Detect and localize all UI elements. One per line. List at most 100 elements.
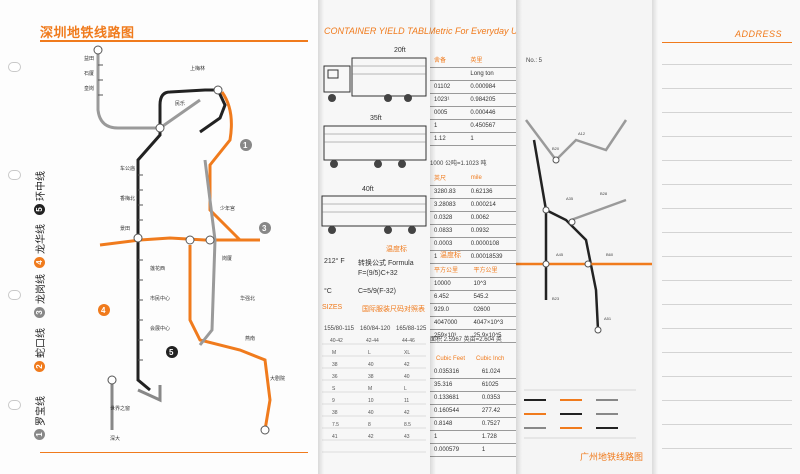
svg-text:38: 38 [368, 374, 374, 380]
svg-text:10: 10 [368, 398, 374, 404]
svg-text:44-46: 44-46 [402, 338, 415, 344]
address-line [662, 400, 792, 401]
sizes-subtitle: 国际服装尺码对照表 [362, 306, 425, 313]
svg-text:A45: A45 [556, 252, 564, 257]
address-line [662, 256, 792, 257]
line-3-right-path [198, 159, 217, 346]
svg-text:市民中心: 市民中心 [150, 295, 170, 302]
address-line [662, 328, 792, 329]
address-line [662, 280, 792, 281]
col-unit-1: Long ton [466, 67, 516, 81]
svg-text:B60: B60 [606, 252, 614, 257]
address-header-rule [662, 42, 792, 43]
svg-text:皇岗: 皇岗 [84, 85, 94, 92]
svg-text:40-42: 40-42 [330, 338, 343, 344]
svg-text:40: 40 [368, 410, 374, 416]
size-35ft-label: 35ft [370, 115, 382, 122]
address-line [662, 64, 792, 65]
svg-text:M: M [332, 350, 336, 356]
address-line [662, 112, 792, 113]
temp-fahrenheit: 212° F [324, 258, 345, 265]
container-title: CONTAINER YIELD TABLE [324, 26, 430, 36]
table-cell: 02600 [469, 303, 516, 317]
svg-text:8: 8 [368, 422, 371, 428]
binder-hole [8, 62, 21, 72]
size-20ft-label: 20ft [394, 47, 406, 54]
binder-hole [8, 170, 21, 180]
table-cell: 0.450567 [466, 119, 516, 133]
conversion-page: Metric For Everyday Use 舍备 英里 Long ton 0… [430, 0, 516, 474]
svg-text:40: 40 [404, 374, 410, 380]
line-2-path [188, 245, 272, 431]
table-cell: 0.7527 [477, 417, 516, 431]
svg-text:43: 43 [404, 434, 410, 440]
svg-text:42-44: 42-44 [366, 338, 379, 344]
address-line [662, 424, 792, 425]
table-cell: 545.2 [469, 290, 516, 304]
section-1-title: 温度标 [440, 252, 461, 259]
table-cell: 0.984205 [466, 93, 516, 107]
address-page: ADDRESS [652, 0, 800, 474]
svg-text:燕南: 燕南 [245, 335, 255, 342]
address-line [662, 304, 792, 305]
svg-text:A12: A12 [578, 131, 586, 136]
svg-text:5: 5 [169, 348, 174, 357]
svg-text:B23: B23 [552, 296, 560, 301]
address-line [662, 136, 792, 137]
col-unit-2: mile [466, 170, 516, 186]
svg-text:香梅北: 香梅北 [120, 195, 135, 202]
col-header-1: 舍备 [430, 52, 467, 68]
table-cell: 10^3 [469, 277, 516, 291]
bottom-rule [40, 452, 308, 453]
svg-text:4: 4 [101, 306, 106, 315]
address-line [662, 376, 792, 377]
table-cell: 1.728 [477, 430, 516, 444]
svg-text:42: 42 [404, 362, 410, 368]
svg-text:益田: 益田 [84, 55, 94, 62]
svg-text:38: 38 [332, 362, 338, 368]
address-line [662, 88, 792, 89]
title-underline [40, 40, 308, 42]
svg-text:石厦: 石厦 [84, 71, 94, 77]
container-40ft-drawing [321, 195, 427, 234]
table-cell: 25.9×10^5 [469, 329, 516, 343]
svg-text:L: L [368, 350, 371, 356]
svg-text:41: 41 [332, 434, 338, 440]
table-cell: 277.42 [477, 404, 516, 418]
metro-map-page: 深圳地铁线路图 5 环中线 4 龙华线 3 龙岗线 2 蛇口线 1 罗宝线 [0, 0, 318, 474]
svg-text:11: 11 [404, 398, 409, 404]
svg-text:XL: XL [404, 350, 410, 356]
container-35ft-drawing [323, 125, 427, 168]
section-3-title: Cubic Inch [476, 356, 505, 362]
svg-text:岗厦: 岗厦 [222, 256, 232, 262]
address-title: ADDRESS [734, 29, 782, 39]
table-cell: 1 [466, 132, 516, 146]
size-col-1: 155/80-115 [324, 326, 354, 332]
line-1-path [99, 236, 260, 247]
svg-text:42: 42 [404, 410, 410, 416]
size-col-3: 165/88-125 [396, 326, 427, 332]
table-cell: 0.0353 [477, 391, 516, 405]
svg-text:M: M [368, 386, 372, 392]
table-cell: 0.000984 [466, 80, 516, 94]
svg-text:车公庙: 车公庙 [120, 165, 135, 172]
size-40ft-label: 40ft [362, 186, 374, 193]
svg-text:36: 36 [332, 374, 338, 380]
formula-1: F=(9/5)C+32 [358, 270, 398, 277]
svg-text:民乐: 民乐 [175, 100, 185, 107]
svg-text:莲花西: 莲花西 [150, 265, 165, 272]
svg-text:42: 42 [368, 434, 374, 440]
size-col-2: 160/84-120 [360, 326, 391, 332]
conversion-title: Metric For Everyday Use [430, 26, 516, 36]
svg-text:3: 3 [262, 224, 267, 233]
formula-label: 转换公式 Formula [358, 260, 414, 267]
section-2-title: Cubic Feet [436, 356, 466, 362]
metro-map-title: 深圳地铁线路图 [40, 25, 135, 40]
svg-text:大剧院: 大剧院 [270, 375, 285, 382]
line-5-path-b [199, 89, 227, 134]
svg-text:40: 40 [368, 362, 374, 368]
svg-text:上梅林: 上梅林 [190, 65, 205, 72]
